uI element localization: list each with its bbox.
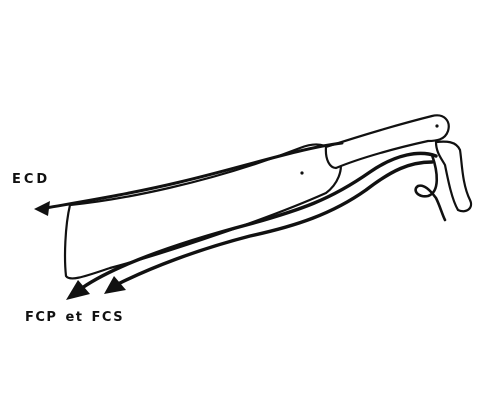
proximal-phalanx-dot (435, 124, 438, 127)
fcp-fcs-label: FCP et FCS (25, 310, 124, 325)
metacarpal-bone (65, 144, 341, 278)
tendon-hook (416, 155, 445, 220)
distal-phalanx (436, 142, 471, 212)
metacarpal-dot (300, 171, 303, 174)
fcp-arrowhead (66, 280, 90, 300)
ecd-arrowhead (34, 201, 50, 216)
ecd-label: ECD (12, 172, 50, 187)
fcs-arrowhead (104, 276, 126, 294)
